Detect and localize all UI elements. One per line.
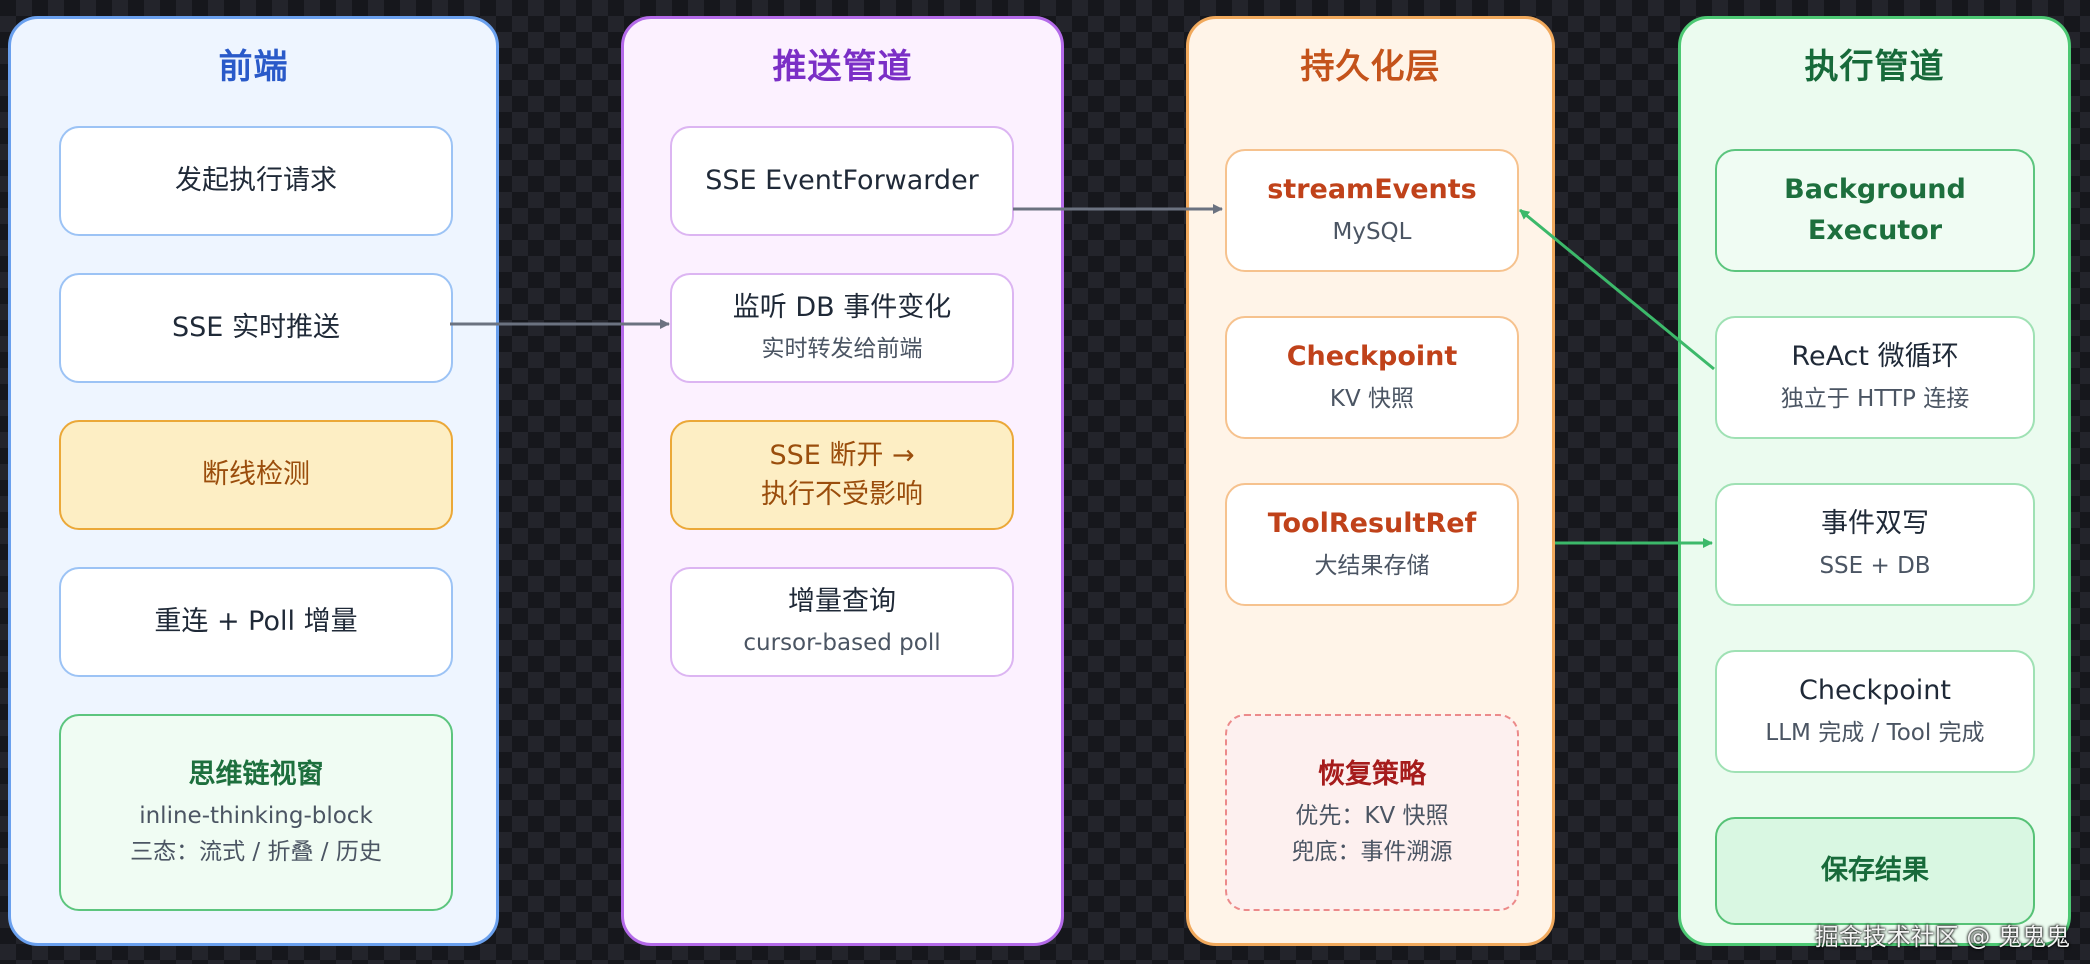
node-listen-db: 监听 DB 事件变化 实时转发给前端 [670, 273, 1014, 383]
node-incremental-query: 增量查询 cursor-based poll [670, 567, 1014, 677]
node-sub: inline-thinking-block [139, 803, 373, 830]
node-sub: 独立于 HTTP 连接 [1780, 385, 1970, 412]
node-sub: 兜底：事件溯源 [1291, 838, 1453, 865]
column-title-push: 推送管道 [772, 47, 913, 87]
node-label: Background [1784, 174, 1966, 205]
node-label: 监听 DB 事件变化 [732, 291, 952, 323]
node-label: 保存结果 [1821, 854, 1929, 886]
node-sub: cursor-based poll [743, 630, 941, 657]
node-checkpoint-exec: Checkpoint LLM 完成 / Tool 完成 [1715, 650, 2035, 773]
node-label: SSE 实时推送 [172, 311, 340, 343]
node-sse-disconnect: SSE 断开 → 执行不受影响 [670, 420, 1014, 530]
node-sse-event-forwarder: SSE EventForwarder [670, 126, 1014, 236]
column-execution-pipeline: 执行管道 Background Executor ReAct 微循环 独立于 H… [1678, 16, 2071, 946]
watermark: 掘金技术社区 @ 鬼鬼鬼 [1814, 923, 2070, 951]
node-stream-events: streamEvents MySQL [1225, 149, 1519, 272]
node-label: 断线检测 [202, 458, 310, 490]
node-label: 思维链视窗 [188, 758, 324, 790]
node-sub: 实时转发给前端 [761, 336, 923, 363]
node-label: 执行不受影响 [761, 479, 923, 510]
node-label: 增量查询 [788, 585, 896, 617]
node-sub: 大结果存储 [1314, 552, 1430, 579]
node-label: SSE 断开 → [769, 439, 915, 471]
node-react-loop: ReAct 微循环 独立于 HTTP 连接 [1715, 316, 2035, 439]
node-label: ToolResultRef [1267, 508, 1477, 540]
node-sub: KV 快照 [1329, 385, 1415, 412]
column-frontend: 前端 发起执行请求 SSE 实时推送 断线检测 重连 + Poll 增量 思维链… [8, 16, 499, 946]
node-sub: MySQL [1332, 218, 1412, 245]
node-sub: 三态：流式 / 折叠 / 历史 [130, 838, 382, 865]
node-sse-push: SSE 实时推送 [59, 273, 453, 383]
node-start-request: 发起执行请求 [59, 126, 453, 236]
node-label: Checkpoint [1286, 341, 1458, 373]
node-reconnect-poll: 重连 + Poll 增量 [59, 567, 453, 677]
node-save-result: 保存结果 [1715, 817, 2035, 925]
node-label: streamEvents [1267, 174, 1477, 206]
column-push-pipeline: 推送管道 SSE EventForwarder 监听 DB 事件变化 实时转发给… [621, 16, 1064, 946]
node-label: SSE EventForwarder [705, 164, 979, 196]
column-title-exec: 执行管道 [1804, 47, 1945, 87]
node-sub: SSE + DB [1819, 552, 1931, 579]
node-background-executor: Background Executor [1715, 149, 2035, 272]
node-label: ReAct 微循环 [1791, 341, 1959, 373]
node-sub: LLM 完成 / Tool 完成 [1765, 719, 1985, 746]
node-label: 恢复策略 [1318, 758, 1426, 790]
node-label: Executor [1807, 214, 1943, 246]
node-tool-result-ref: ToolResultRef 大结果存储 [1225, 483, 1519, 606]
node-label: 发起执行请求 [175, 164, 337, 196]
node-disconnect-detect: 断线检测 [59, 420, 453, 530]
node-label: 事件双写 [1821, 508, 1929, 540]
node-label: 重连 + Poll 增量 [154, 605, 358, 637]
column-title-persist: 持久化层 [1300, 47, 1441, 87]
node-dual-write: 事件双写 SSE + DB [1715, 483, 2035, 606]
node-sub: 优先：KV 快照 [1295, 803, 1449, 830]
node-label: Checkpoint [1799, 675, 1951, 707]
node-checkpoint-kv: Checkpoint KV 快照 [1225, 316, 1519, 439]
node-recovery-strategy: 恢复策略 优先：KV 快照 兜底：事件溯源 [1225, 714, 1519, 911]
column-title-frontend: 前端 [218, 47, 289, 87]
node-thinking-window: 思维链视窗 inline-thinking-block 三态：流式 / 折叠 /… [59, 714, 453, 911]
column-persistence: 持久化层 streamEvents MySQL Checkpoint KV 快照… [1186, 16, 1555, 946]
